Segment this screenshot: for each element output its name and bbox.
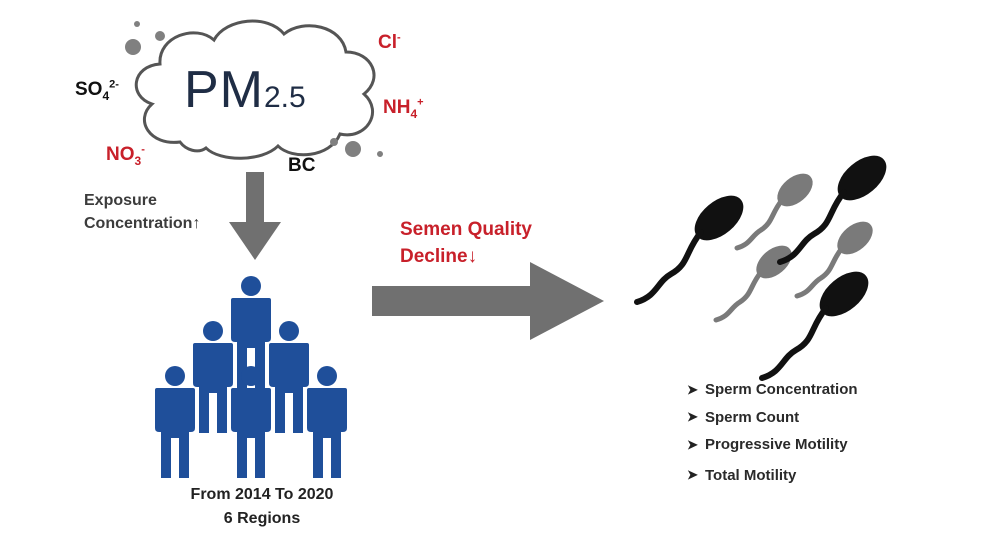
no3-sup: - [141, 144, 145, 156]
particle-dot [155, 31, 165, 41]
particle-dot [125, 39, 141, 55]
exposure-label: Exposure Concentration↑ [84, 189, 200, 235]
person-icon [307, 366, 347, 478]
person-icon [155, 366, 195, 478]
arrowhead-bullet-icon: ➤ [687, 467, 705, 483]
sperm-icon [637, 188, 751, 302]
so4-base: SO [75, 79, 102, 100]
list-item: ➤Sperm Count [687, 404, 858, 432]
sperm-group [637, 148, 894, 378]
person-icon [193, 321, 233, 433]
metric-label: Sperm Concentration [705, 381, 858, 398]
sperm-icon [737, 168, 818, 248]
pm25-label: PM2.5 [184, 64, 306, 116]
cl-base: Cl [378, 32, 397, 53]
list-item: ➤Progressive Motility [687, 431, 858, 459]
right-arrow-icon [372, 262, 604, 340]
outcome-line-1: Semen Quality [400, 216, 532, 243]
nh4-base: NH [383, 97, 410, 118]
metric-label: Total Motility [705, 467, 796, 484]
arrowhead-bullet-icon: ➤ [687, 437, 705, 453]
people-group [155, 276, 347, 478]
cl-label: Cl- [378, 33, 401, 52]
particle-dot [134, 21, 140, 27]
population-line-1: From 2014 To 2020 [162, 483, 362, 507]
cl-sup: - [397, 32, 401, 44]
so4-sup: 2- [109, 79, 119, 91]
list-item: ➤Sperm Concentration [687, 376, 858, 404]
pm-subscript-text: 2.5 [264, 81, 306, 114]
exposure-line-1: Exposure [84, 189, 200, 212]
sperm-icon [716, 240, 797, 320]
outcome-line-2: Decline↓ [400, 243, 532, 270]
person-icon [269, 321, 309, 433]
arrowhead-bullet-icon: ➤ [687, 382, 705, 398]
metric-label: Progressive Motility [705, 436, 848, 453]
bc-label: BC [288, 156, 315, 175]
population-label: From 2014 To 2020 6 Regions [162, 483, 362, 531]
nh4-sup: + [417, 97, 423, 109]
so4-label: SO42- [75, 80, 119, 99]
list-item: ➤Total Motility [687, 462, 858, 490]
particle-dot [330, 138, 338, 146]
arrowhead-bullet-icon: ➤ [687, 409, 705, 425]
metric-label: Sperm Count [705, 409, 799, 426]
population-line-2: 6 Regions [162, 507, 362, 531]
exposure-line-2: Concentration↑ [84, 212, 200, 235]
pm-main-text: PM [184, 61, 264, 119]
particle-dot [345, 141, 361, 157]
no3-base: NO [106, 144, 135, 165]
nh4-label: NH4+ [383, 98, 424, 117]
bc-base: BC [288, 155, 315, 176]
no3-label: NO3- [106, 145, 145, 164]
metrics-list: ➤Sperm Concentration ➤Sperm Count ➤Progr… [687, 376, 858, 489]
down-arrow-icon [229, 172, 281, 260]
outcome-label: Semen Quality Decline↓ [400, 216, 532, 270]
particle-dot [377, 151, 383, 157]
sperm-icon [780, 148, 894, 262]
